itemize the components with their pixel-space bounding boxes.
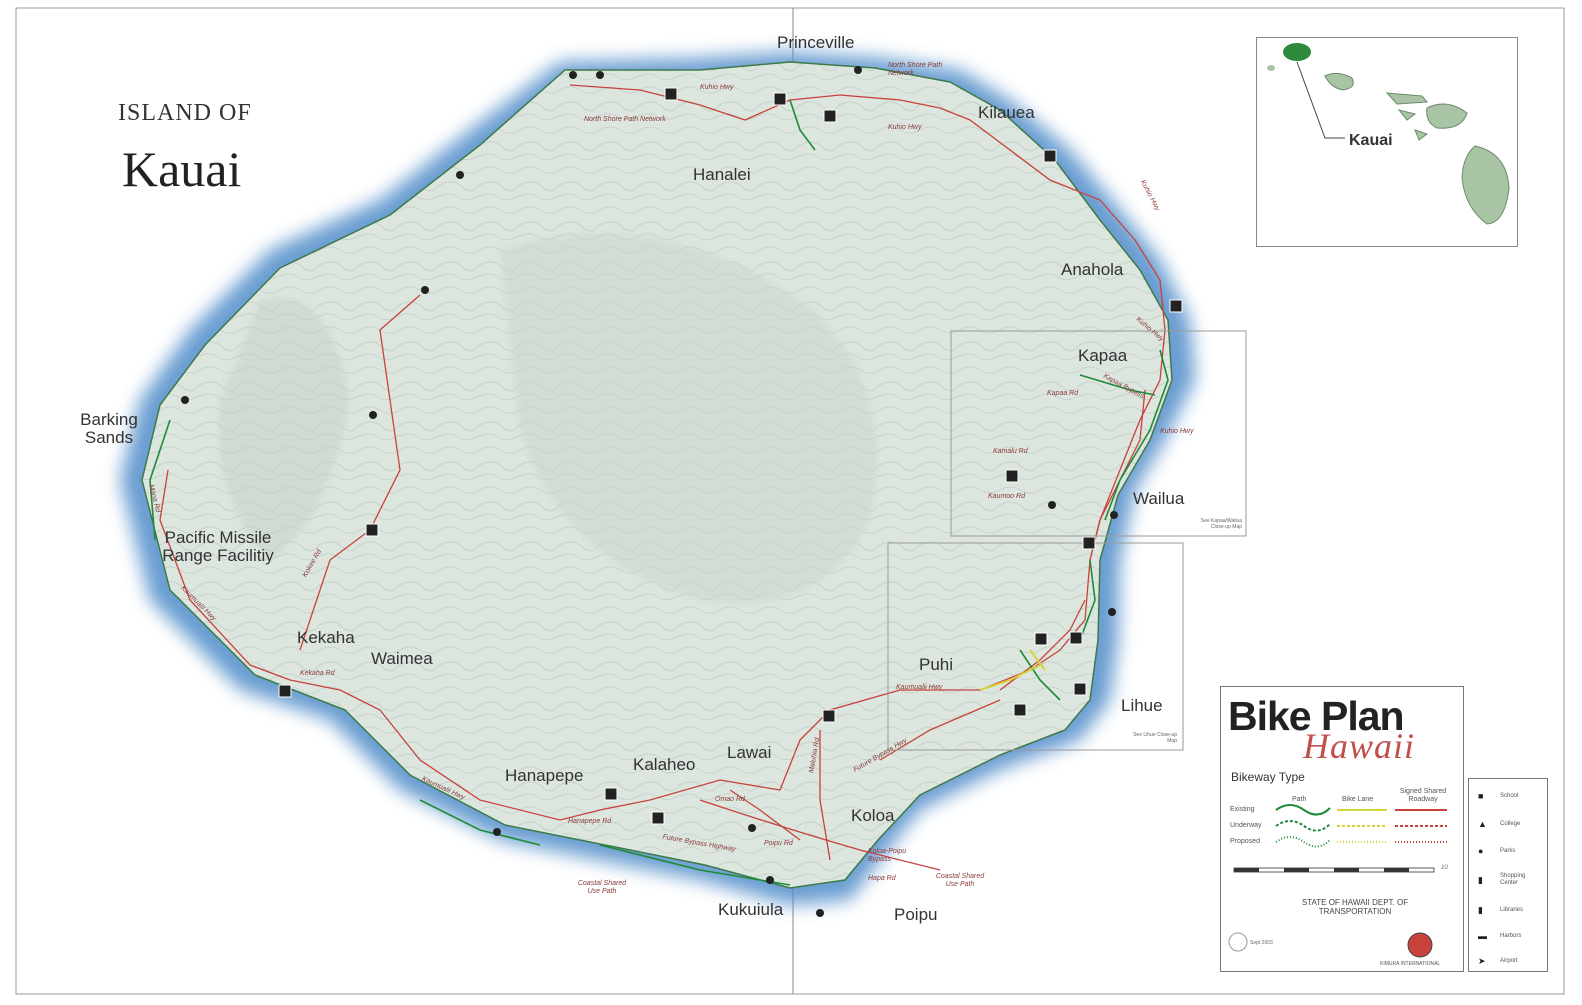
legend-subtitle: Hawaii	[1303, 726, 1416, 766]
legend-state: STATE OF HAWAII DEPT. OF TRANSPORTATION	[1301, 898, 1409, 916]
facility-libraries: Libraries	[1500, 907, 1524, 913]
facility-school: School	[1500, 793, 1519, 799]
shopping-icon: ▮	[1478, 875, 1483, 885]
place-puhi: Puhi	[919, 655, 954, 674]
map-frame	[15, 7, 1565, 995]
place-kapaa: Kapaa	[1078, 346, 1128, 365]
airport-icon: ➤	[1478, 956, 1486, 966]
place-lihue: Lihue	[1121, 696, 1163, 715]
facility-college: College	[1500, 821, 1521, 827]
place-hanapepe: Hanapepe	[505, 766, 584, 785]
place-poipu: Poipu	[894, 905, 938, 924]
signed-roadway-network	[159, 84, 1166, 871]
lihue-zoom-box	[887, 542, 1184, 751]
place-princeville: Princeville	[777, 33, 855, 52]
place-anahola: Anahola	[1061, 260, 1124, 279]
road-label: Hanapepe Rd	[568, 818, 612, 825]
legend-row-proposed: Proposed	[1230, 838, 1260, 845]
road-label: Kuhio Hwy	[700, 84, 734, 91]
place-kilauea: Kilauea	[978, 103, 1035, 122]
road-label: Kapaa Rd	[1047, 390, 1079, 397]
college-icon: ▲	[1478, 819, 1487, 829]
road-label: Hapa Rd	[868, 875, 896, 882]
kapaa-zoom-box	[950, 330, 1247, 537]
place-waimea: Waimea	[371, 649, 433, 668]
place-pacific-missile: Pacific Missile Range Facilitiy	[162, 528, 274, 565]
road-label: North Shore Path Network	[584, 116, 666, 123]
road-label: Kaumoo Rd	[988, 493, 1025, 500]
scale-end: 10	[1441, 865, 1448, 871]
school-icon: ■	[1478, 791, 1484, 801]
place-kekaha: Kekaha	[297, 628, 355, 647]
road-label: Koloa-Poipu Bypass	[868, 848, 907, 863]
park-icon: ●	[1478, 846, 1484, 856]
place-kalaheo: Kalaheo	[633, 755, 696, 774]
map-title-prefix: ISLAND OF	[118, 100, 252, 126]
hawaii-islands-map	[1267, 43, 1510, 225]
harbor-icon: ▬	[1478, 931, 1487, 941]
park-markers	[181, 66, 1118, 917]
road-label: Kekaha Rd	[300, 670, 335, 677]
road-label: Kaumualii Hwy	[896, 684, 943, 691]
lihue-zoom-note: See Lihue Close-up Map	[1133, 732, 1177, 744]
legend-row-existing: Existing	[1230, 806, 1255, 813]
facility-parks: Parks	[1500, 848, 1516, 854]
facility-airport: Airport	[1500, 958, 1518, 964]
place-koloa: Koloa	[851, 806, 895, 825]
road-label: North Shore Path Network	[888, 62, 943, 77]
legend-date: Sept 2003	[1250, 940, 1273, 946]
road-label: Kamalu Rd	[993, 448, 1028, 455]
place-hanalei: Hanalei	[693, 165, 751, 184]
legend-title: Bike Plan	[1228, 693, 1405, 739]
facility-shopping: Shopping Center	[1500, 873, 1526, 886]
central-ridge	[500, 233, 877, 604]
map-title: Kauai	[122, 141, 242, 197]
facility-legend	[1468, 778, 1548, 972]
west-ridge	[218, 297, 350, 560]
legend-col-path: Path	[1292, 796, 1307, 803]
library-icon: ▮	[1478, 905, 1483, 915]
place-barking-sands: Barking Sands	[80, 410, 138, 447]
legend-heading: Bikeway Type	[1231, 770, 1305, 784]
road-label: Poipu Rd	[764, 840, 793, 847]
place-lawai: Lawai	[727, 743, 772, 762]
road-label: Kuhio Hwy	[1160, 428, 1194, 435]
legend-col-bikelane: Bike Lane	[1342, 796, 1374, 803]
legend-col-roadway: Signed Shared Roadway	[1399, 788, 1447, 803]
inset-kauai-label: Kauai	[1349, 132, 1393, 149]
school-markers	[278, 87, 1183, 825]
path-network	[149, 99, 1169, 886]
legend-panel	[1220, 686, 1464, 972]
facility-harbors: Harbors	[1500, 933, 1522, 939]
road-label: Coastal Shared Use Path	[577, 880, 627, 895]
legend-firm: KIMURA INTERNATIONAL	[1380, 961, 1441, 967]
legend-row-underway: Underway	[1230, 822, 1262, 829]
place-wailua: Wailua	[1133, 489, 1185, 508]
road-label: Kuhio Hwy	[888, 124, 922, 131]
bikelane-network	[979, 649, 1046, 691]
locator-inset	[1256, 37, 1518, 247]
kapaa-zoom-note: See Kapaa/Wailua Close-up Map	[1200, 518, 1242, 530]
road-label: Omao Rd	[715, 796, 745, 803]
road-label: Coastal Shared Use Path	[935, 873, 985, 888]
place-kukuiula: Kukuiula	[718, 900, 784, 919]
